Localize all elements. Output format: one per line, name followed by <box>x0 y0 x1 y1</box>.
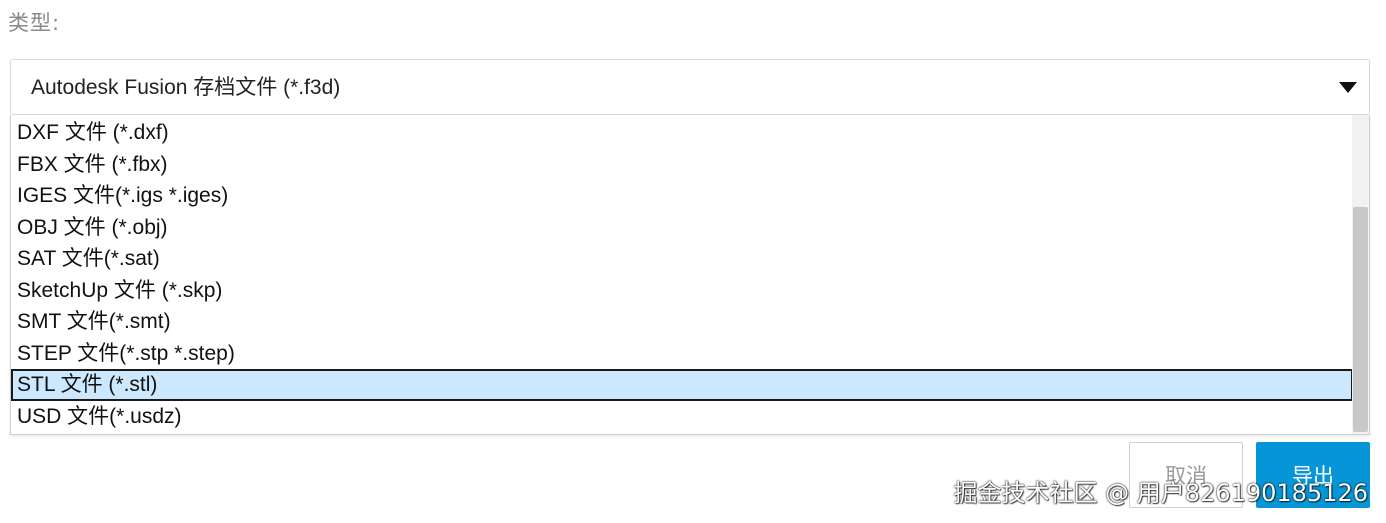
option-sat[interactable]: SAT 文件(*.sat) <box>17 247 160 270</box>
option-fbx[interactable]: FBX 文件 (*.fbx) <box>17 152 168 176</box>
triangle-down-icon[interactable] <box>1339 82 1357 93</box>
option-obj[interactable]: OBJ 文件 (*.obj) <box>17 215 168 239</box>
file-type-dropdown: DXF 文件 (*.dxf) FBX 文件 (*.fbx) IGES 文件(*.… <box>10 115 1370 435</box>
dropdown-scrollbar[interactable] <box>1352 115 1369 434</box>
option-step[interactable]: STEP 文件(*.stp *.step) <box>17 341 235 365</box>
file-type-select-value: Autodesk Fusion 存档文件 (*.f3d) <box>31 76 341 99</box>
file-type-options: DXF 文件 (*.dxf) FBX 文件 (*.fbx) IGES 文件(*.… <box>11 117 1353 432</box>
cancel-button[interactable]: 取消 <box>1129 442 1243 508</box>
option-dxf[interactable]: DXF 文件 (*.dxf) <box>17 121 169 144</box>
option-iges[interactable]: IGES 文件(*.igs *.iges) <box>17 184 229 207</box>
file-type-select[interactable]: Autodesk Fusion 存档文件 (*.f3d) <box>10 59 1370 115</box>
option-smt[interactable]: SMT 文件(*.smt) <box>17 310 171 333</box>
dropdown-scrollbar-thumb[interactable] <box>1353 207 1368 432</box>
option-usd[interactable]: USD 文件(*.usdz) <box>17 404 182 428</box>
watermark: 掘金技术社区 @ 用户826190185126 <box>953 479 1369 507</box>
export-button[interactable]: 导出 <box>1256 442 1370 508</box>
type-label: 类型: <box>8 11 61 35</box>
option-skp[interactable]: SketchUp 文件 (*.skp) <box>17 278 223 302</box>
option-stl[interactable]: STL 文件 (*.stl) <box>11 369 1353 401</box>
